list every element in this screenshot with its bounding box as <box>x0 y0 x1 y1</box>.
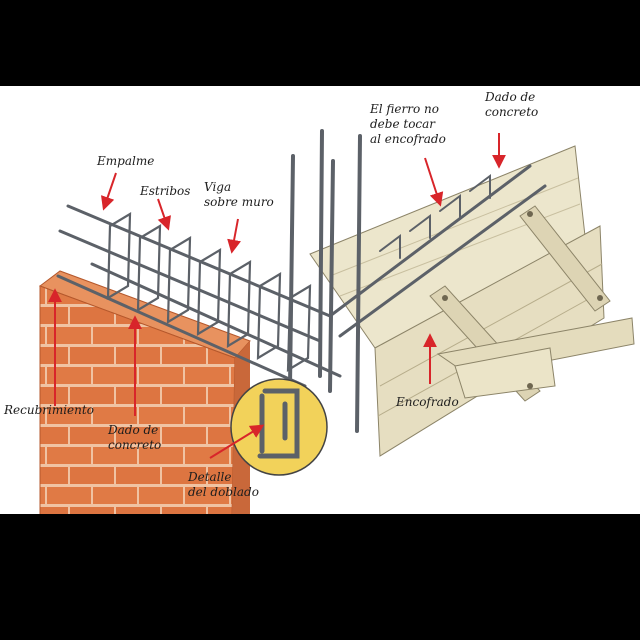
rebar-cage <box>56 129 547 433</box>
label-viga-sobre-muro: Viga sobre muro <box>204 180 274 209</box>
bend-detail-inset <box>230 378 328 476</box>
beam-on-wall-illustration <box>38 129 635 514</box>
callout-arrows <box>48 133 506 459</box>
formwork-boards <box>309 145 635 457</box>
label-detalle-doblado: Detalle del doblado <box>188 470 259 499</box>
label-fierro-no-toca: El fierro no debe tocar al encofrado <box>370 102 446 146</box>
label-encofrado: Encofrado <box>396 395 459 409</box>
label-empalme: Empalme <box>97 154 155 168</box>
label-estribos: Estribos <box>140 184 191 198</box>
diagram-canvas: Empalme Estribos Viga sobre muro El fier… <box>0 86 640 514</box>
label-recubrimiento: Recubrimiento <box>4 403 94 417</box>
label-dado-concreto-bottom: Dado de concreto <box>108 423 162 452</box>
label-dado-concreto-top: Dado de concreto <box>485 90 539 119</box>
